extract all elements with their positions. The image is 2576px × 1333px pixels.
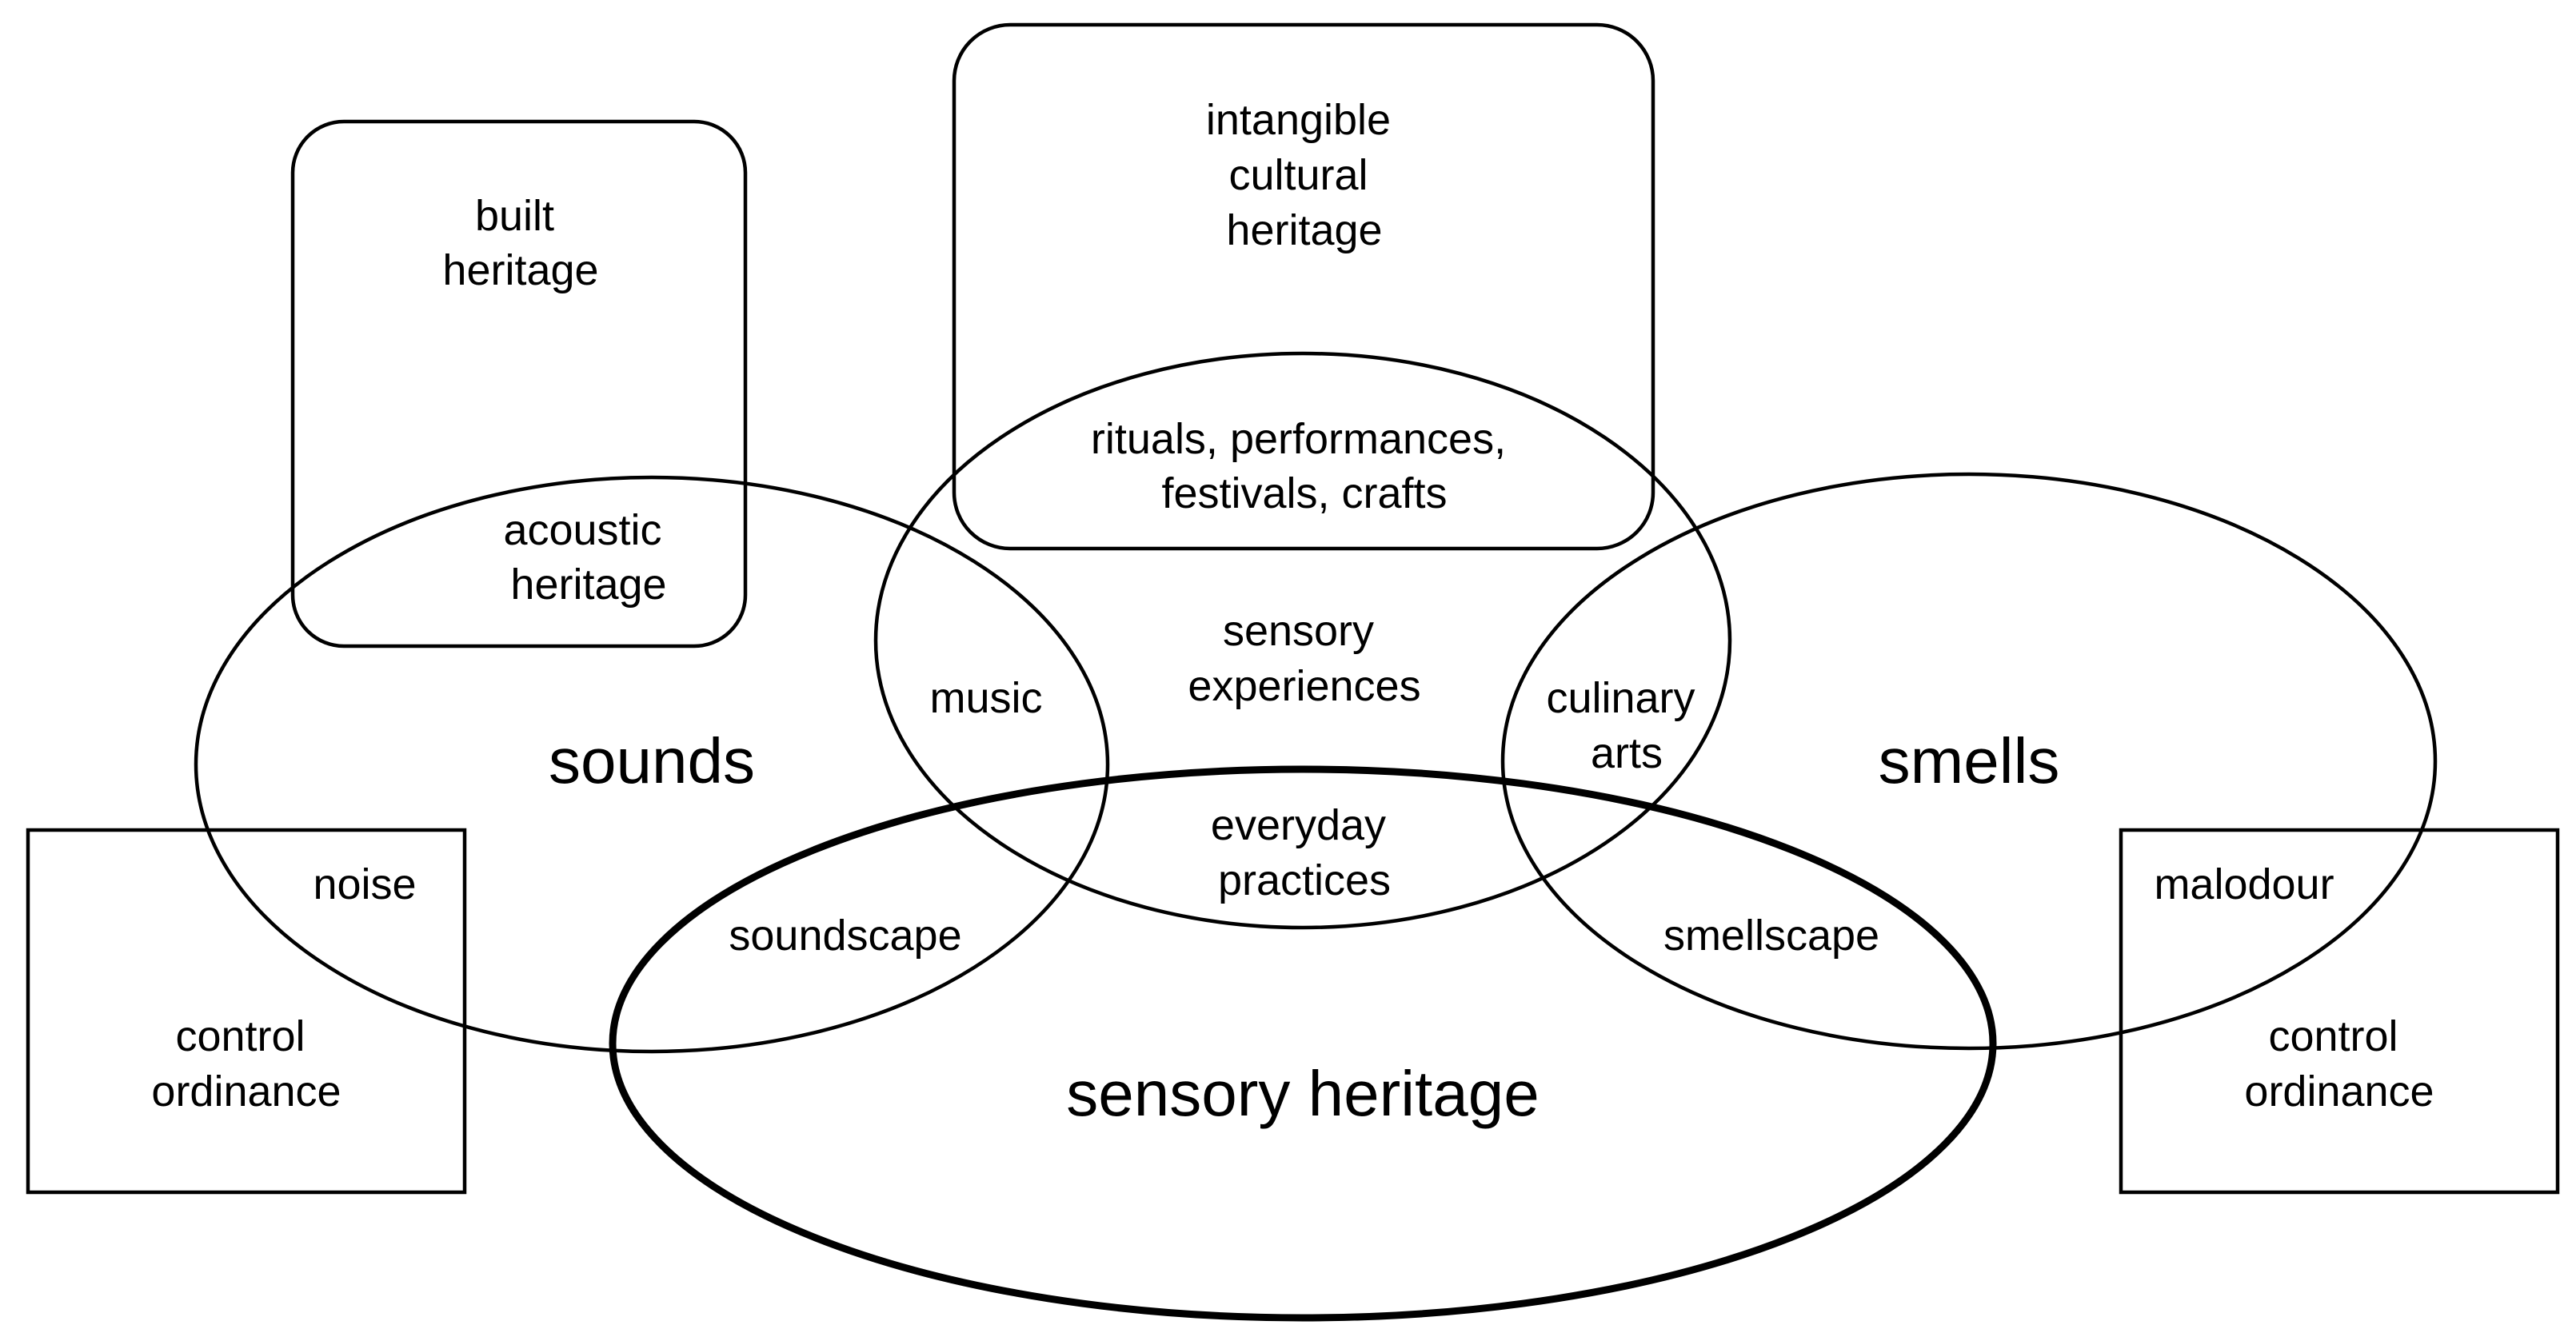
sounds-label: sounds — [549, 725, 755, 796]
rituals-label: rituals, performances, festivals, crafts — [1091, 415, 1518, 517]
music-label: music — [929, 674, 1042, 722]
sounds-ellipse — [194, 475, 1110, 1054]
intangible-cultural-heritage-label: intangible cultural heritage — [1206, 96, 1403, 254]
built-heritage-box — [290, 119, 748, 649]
noise-label: noise — [313, 860, 416, 908]
control-ordinance-left-label: control ordinance — [151, 1012, 341, 1115]
control-ordinance-left-box — [26, 828, 467, 1195]
sensory-heritage-ellipse — [609, 765, 1997, 1322]
soundscape-label: soundscape — [729, 912, 961, 960]
everyday-practices-label: everyday practices — [1211, 801, 1398, 904]
intangible-heritage-box — [952, 22, 1655, 551]
acoustic-heritage-label: acoustic heritage — [503, 506, 673, 609]
smellscape-label: smellscape — [1663, 912, 1879, 960]
malodour-label: malodour — [2154, 860, 2334, 908]
sensory-experiences-label: sensory experiences — [1188, 607, 1420, 710]
smells-label: smells — [1879, 725, 2060, 796]
control-ordinance-right-box — [2119, 828, 2560, 1195]
culinary-arts-label: culinary arts — [1546, 674, 1707, 777]
sensory-experiences-ellipse — [873, 351, 1732, 930]
control-ordinance-right-label: control ordinance — [2244, 1012, 2434, 1115]
smells-ellipse — [1500, 472, 2438, 1051]
sensory-heritage-label: sensory heritage — [1066, 1058, 1539, 1129]
built-heritage-label: built heritage — [442, 192, 598, 294]
